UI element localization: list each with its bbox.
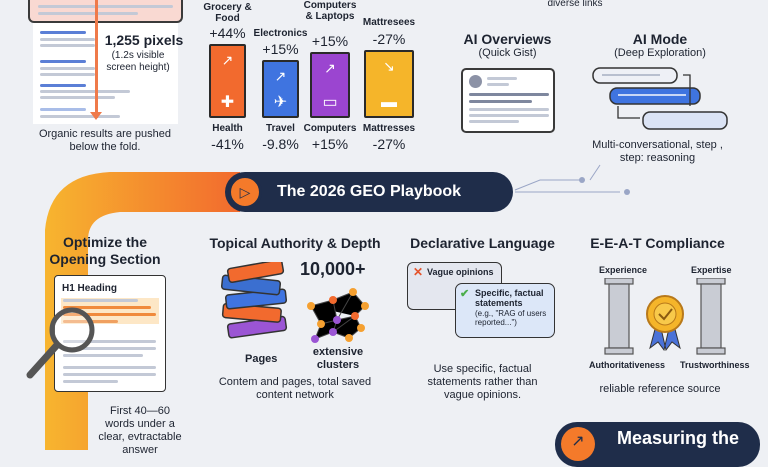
category-bottom-label: Travel [266,123,295,134]
factual-label: Specific, factual statements [475,288,544,308]
topical-count: 10,000+ [300,259,366,279]
ai-overview-card [461,68,555,133]
category-bag: ↗ ✈ [262,60,299,118]
category-top-label: Electronics [253,28,308,39]
laptop-icon: ▭ [322,94,338,111]
trend-arrow-icon: ↗ [324,60,336,76]
category-bottom-value: -27% [372,136,406,152]
vague-label: Vague opinions [427,267,494,277]
declarative-title: Declarative Language [410,235,555,251]
category-bag: ↗ ▭ [310,52,350,118]
book-stack-icon [220,262,288,339]
ai-mode-title: AI Mode [632,31,688,47]
factual-example: (e.g., "RAG of users reported...") [475,309,547,327]
category-top-label: Mattresees [362,17,416,28]
experience-label: Experience [599,265,648,275]
ai-overviews-title: AI Overviews [463,31,552,47]
expertise-label: Expertise [691,265,732,275]
category-bottom-label: Mattresses [362,123,416,134]
category-top-value: -27% [372,31,406,47]
ai-mode-caption: Multi-conversational, step , step: reaso… [592,139,723,164]
category-bottom-label: Health [212,123,243,134]
trend-arrow-icon: ↗ [221,52,234,68]
clusters-label: extensive clusters [312,346,364,371]
airplane-icon: ✈ [273,94,288,111]
measuring-title: Measuring the [617,428,740,448]
category-top-value: +15% [311,33,349,49]
category-bag: ↗ ✚ [209,44,246,118]
category-top-value: +15% [262,41,299,57]
topical-caption: Contem and pages, total saved content ne… [218,376,372,401]
authoritativeness-label: Authoritativeness [589,360,666,370]
serp-mockup [28,0,183,124]
h1-heading: H1 Heading [62,283,118,294]
diverse-links-text: diverse links [547,0,603,9]
category-top-label: Grocery & Food [203,2,252,24]
trend-arrow-icon: ↗ [274,68,287,84]
pixels-value: 1,255 pixels [104,32,184,48]
factual-bubble: ✔ Specific, factual statements (e.g., "R… [455,283,555,338]
category-bottom-value: +15% [311,136,349,152]
growth-chart-icon: ↗ [561,427,595,461]
serp-caption: Organic results are pushed below the fol… [38,128,172,153]
category-bottom-value: -41% [211,136,244,152]
category-bottom-value: -9.8% [262,136,299,152]
trustworthiness-label: Trustworthiness [680,360,750,370]
category-bag: ↘ ▬ [364,50,414,118]
check-icon: ✔ [460,288,470,300]
category-top-value: +44% [209,25,246,41]
category-bottom-label: Computers [303,123,357,134]
bed-icon: ▬ [381,94,397,111]
content-network-icon [307,288,369,343]
pixels-note: (1.2s visible screen height) [106,50,170,73]
ai-mode-subtitle: (Deep Exploration) [614,47,706,59]
banner-title: The 2026 GEO Playbook [277,183,462,200]
eeat-title: E-E-A-T Compliance [590,235,725,251]
x-icon: ✕ [413,265,424,279]
chat-bubbles-icon [592,67,728,130]
pages-label: Pages [245,353,278,365]
pillars-badge-icon [604,278,726,355]
document-card: H1 Heading [54,275,166,392]
opening-caption: First 40—60 words under a clear, evtract… [98,405,182,456]
topical-title: Topical Authority & Depth [209,235,381,251]
opening-title: Optimize the Opening Section [49,234,161,267]
eeat-caption: reliable reference source [599,383,721,395]
trend-arrow-icon: ↘ [383,58,395,74]
playbook-banner: ▷ The 2026 GEO Playbook [225,172,513,212]
declarative-caption: Use specific, factual statements rather … [427,363,538,401]
cross-icon: ✚ [220,94,235,111]
magnifier-icon [26,307,95,379]
height-arrow-icon [95,0,98,118]
play-book-icon: ▷ [228,175,262,209]
measuring-banner: ↗ Measuring the [555,422,760,467]
ai-overviews-subtitle: (Quick Gist) [478,47,537,59]
category-top-label: Computers & Laptops [303,0,357,22]
